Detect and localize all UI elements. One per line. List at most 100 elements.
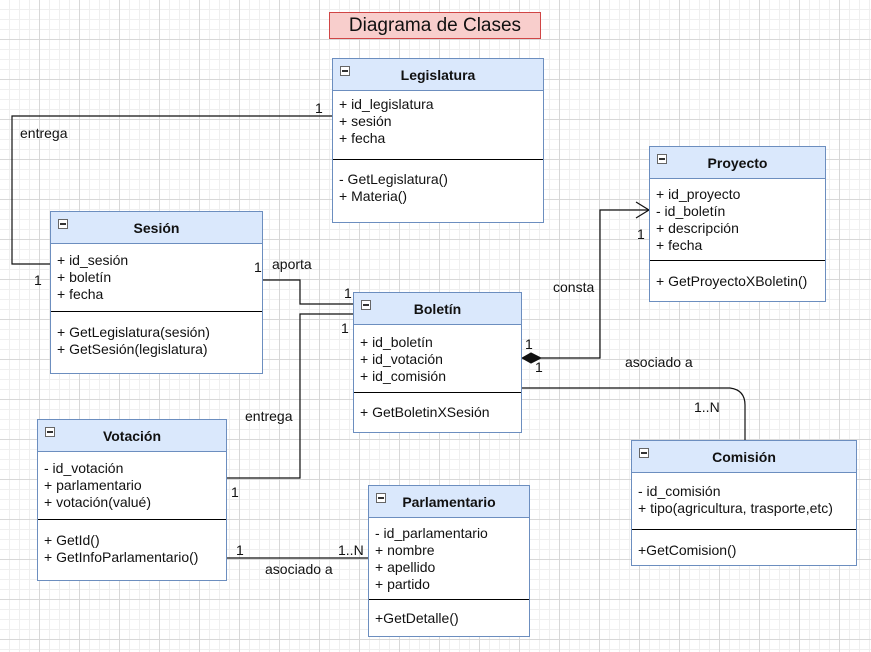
section-divider — [369, 599, 529, 600]
attribute: + parlamentario — [44, 477, 142, 493]
class-boletin[interactable]: Boletín + id_boletín + id_votación + id_… — [353, 292, 522, 433]
attribute: + id_boletín — [360, 334, 433, 350]
edge-boletin-proyecto — [541, 209, 649, 359]
section-divider — [333, 159, 543, 160]
edge-sesion-boletin — [263, 279, 353, 305]
multiplicity-label: 1 — [637, 226, 645, 242]
attribute: - id_parlamentario — [375, 525, 488, 541]
attribute: + id_comisión — [360, 368, 446, 384]
method: + GetInfoParlamentario() — [44, 549, 199, 565]
attribute: + descripción — [656, 220, 739, 236]
class-name: Proyecto — [707, 155, 768, 171]
multiplicity-label: 1 — [315, 100, 323, 116]
class-name: Boletín — [413, 301, 462, 317]
edge-label-asociado-a: asociado a — [625, 354, 693, 370]
method: + GetProyectoXBoletin() — [656, 273, 808, 289]
attribute-section: - id_votación + parlamentario + votación… — [38, 452, 226, 515]
composition-diamond — [520, 352, 543, 364]
multiplicity-label: 1 — [535, 359, 543, 375]
method-section: +GetDetalle() — [369, 600, 529, 631]
attribute: + fecha — [656, 237, 703, 253]
edge-label-consta: consta — [553, 279, 595, 295]
attribute: + apellido — [375, 559, 436, 575]
attribute-section: - id_comisión + tipo(agricultura, traspo… — [632, 473, 856, 521]
multiplicity-label: 1 — [254, 259, 262, 275]
multiplicity-label: 1 — [525, 336, 533, 352]
attribute: + id_proyecto — [656, 186, 741, 202]
attribute: + sesión — [339, 113, 392, 129]
collapse-icon[interactable] — [361, 300, 371, 310]
edge-label-entrega: entrega — [20, 125, 68, 141]
attribute-section: + id_boletín + id_votación + id_comisión — [354, 325, 521, 389]
class-parlamentario[interactable]: Parlamentario - id_parlamentario + nombr… — [368, 485, 530, 637]
method: +GetComision() — [638, 542, 737, 558]
attribute: + tipo(agricultura, trasporte,etc) — [638, 500, 833, 516]
method-section: - GetLegislatura() + Materia() — [333, 160, 543, 209]
collapse-icon[interactable] — [340, 66, 350, 76]
attribute-section: + id_legislatura + sesión + fecha — [333, 91, 543, 151]
attribute: + id_legislatura — [339, 96, 434, 112]
method: + GetSesión(legislatura) — [57, 341, 208, 357]
class-name: Sesión — [133, 220, 180, 236]
method: + GetLegislatura(sesión) — [57, 324, 210, 340]
multiplicity-label: 1 — [344, 285, 352, 301]
class-proyecto[interactable]: Proyecto + id_proyecto - id_boletín + de… — [649, 146, 826, 302]
collapse-icon[interactable] — [376, 493, 386, 503]
method: + Materia() — [339, 188, 408, 204]
method-section: +GetComision() — [632, 530, 856, 563]
class-header: Legislatura — [333, 59, 543, 91]
multiplicity-label: 1..N — [694, 399, 720, 415]
collapse-icon[interactable] — [639, 448, 649, 458]
section-divider — [650, 260, 825, 261]
collapse-icon[interactable] — [657, 154, 667, 164]
collapse-icon[interactable] — [45, 427, 55, 437]
edge-boletin-comision — [522, 387, 746, 440]
collapse-icon[interactable] — [58, 219, 68, 229]
edge-legislatura-sesion — [11, 115, 332, 265]
class-header: Boletín — [354, 293, 521, 325]
class-sesion[interactable]: Sesión + id_sesión + boletín + fecha + G… — [50, 211, 263, 374]
class-header: Comisión — [632, 441, 856, 473]
edge-label-entrega: entrega — [245, 408, 293, 424]
attribute-section: + id_proyecto - id_boletín + descripción… — [650, 179, 825, 258]
attribute: - id_boletín — [656, 203, 726, 219]
attribute: + fecha — [57, 286, 104, 302]
method-section: + GetLegislatura(sesión) + GetSesión(leg… — [51, 312, 262, 362]
attribute: + id_votación — [360, 351, 443, 367]
edge-label-asociado-a: asociado a — [265, 561, 333, 577]
attribute: + votación(valué) — [44, 494, 152, 510]
class-votacion[interactable]: Votación - id_votación + parlamentario +… — [37, 419, 227, 581]
class-legislatura[interactable]: Legislatura + id_legislatura + sesión + … — [332, 58, 544, 223]
class-name: Comisión — [712, 449, 776, 465]
attribute: + boletín — [57, 269, 112, 285]
attribute-section: + id_sesión + boletín + fecha — [51, 244, 262, 307]
multiplicity-label: 1 — [231, 484, 239, 500]
method: + GetId() — [44, 532, 100, 548]
class-name: Parlamentario — [402, 494, 496, 510]
attribute: - id_votación — [44, 460, 124, 476]
method-section: + GetBoletinXSesión — [354, 393, 521, 425]
attribute: + nombre — [375, 542, 435, 558]
attribute: + fecha — [339, 130, 386, 146]
multiplicity-label: 1 — [341, 320, 349, 336]
section-divider — [38, 519, 226, 520]
class-name: Votación — [102, 428, 162, 444]
multiplicity-label: 1..N — [338, 542, 364, 558]
multiplicity-label: 1 — [34, 272, 42, 288]
method: - GetLegislatura() — [339, 171, 448, 187]
class-header: Proyecto — [650, 147, 825, 179]
class-header: Votación — [38, 420, 226, 452]
class-header: Sesión — [51, 212, 262, 244]
section-divider — [354, 392, 521, 393]
class-comision[interactable]: Comisión - id_comisión + tipo(agricultur… — [631, 440, 857, 566]
class-name: Legislatura — [400, 67, 476, 83]
method: + GetBoletinXSesión — [360, 404, 490, 420]
attribute: + id_sesión — [57, 252, 129, 268]
attribute: - id_comisión — [638, 483, 721, 499]
attribute: + partido — [375, 576, 430, 592]
method: +GetDetalle() — [375, 610, 459, 626]
class-header: Parlamentario — [369, 486, 529, 518]
attribute-section: - id_parlamentario + nombre + apellido +… — [369, 518, 529, 597]
multiplicity-label: 1 — [236, 542, 244, 558]
